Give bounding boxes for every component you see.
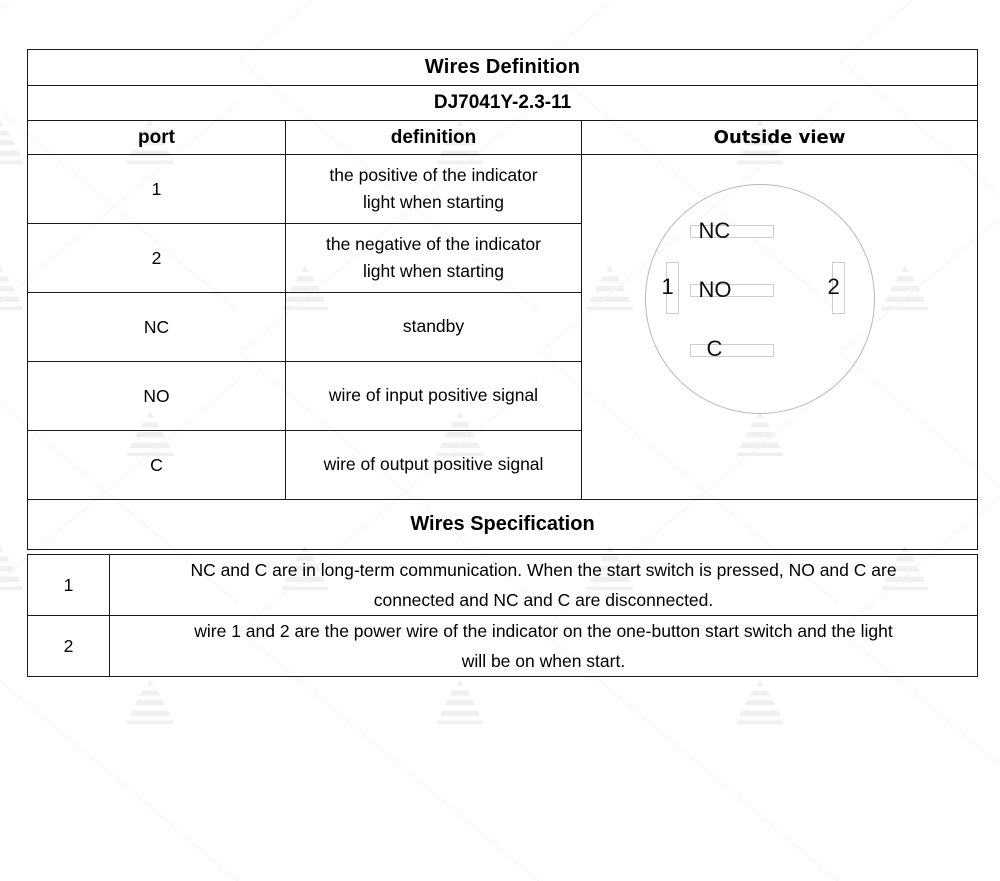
- spec-row-number: 1: [27, 553, 110, 617]
- definition-value: wire of input positive signal: [285, 361, 582, 431]
- port-value: 2: [27, 223, 286, 293]
- terminal-label-c: C: [706, 336, 723, 361]
- spec-text-line: wire 1 and 2 are the power wire of the i…: [194, 621, 893, 642]
- column-header-port: port: [27, 120, 286, 155]
- spec-text-line: NC and C are in long-term communication.…: [190, 560, 897, 580]
- spec-text-line: connected and NC and C are disconnected.: [373, 590, 714, 611]
- table-row-model: DJ7041Y-2.3-11: [26, 85, 979, 121]
- spec-text-line: will be on when start.: [461, 651, 626, 672]
- document-page: Wires Definition DJ7041Y-2.3-11 port def…: [26, 49, 979, 678]
- terminal-bar-c: [689, 344, 774, 357]
- port-value: NC: [27, 292, 286, 362]
- terminal-label-1: 1: [661, 274, 674, 299]
- definition-value: standby: [285, 292, 582, 362]
- definition-line: light when starting: [362, 261, 505, 281]
- definition-value: wire of output positive signal: [285, 430, 582, 500]
- table-row-spec-heading: Wires Specification: [26, 499, 979, 550]
- terminal-label-no: NO: [698, 277, 732, 302]
- table-row-title: Wires Definition: [26, 49, 979, 86]
- wires-specification-table: 1 NC and C are in long-term communicatio…: [27, 553, 978, 678]
- connector-diagram: NC NO C 1 2: [610, 162, 950, 492]
- port-value: NO: [27, 361, 286, 431]
- table-row-headers: port definition Outside view: [27, 120, 979, 155]
- specification-heading: Wires Specification: [26, 499, 979, 550]
- outside-view-diagram-cell: NC NO C 1 2: [580, 154, 979, 500]
- definition-line: the positive of the indicator: [329, 164, 538, 185]
- port-value: 1: [27, 154, 286, 224]
- terminal-label-2: 2: [827, 274, 840, 299]
- definition-line: light when starting: [362, 192, 505, 212]
- column-header-definition: definition: [285, 120, 582, 155]
- column-header-outside-view: Outside view: [580, 120, 979, 155]
- table-row: 1 the positive of the indicator light wh…: [27, 154, 979, 500]
- spec-row: 1 NC and C are in long-term communicatio…: [27, 553, 978, 617]
- definition-line: the negative of the indicator: [325, 233, 541, 254]
- model-number: DJ7041Y-2.3-11: [26, 85, 979, 121]
- spec-row: 2 wire 1 and 2 are the power wire of the…: [27, 615, 978, 678]
- spec-row-number: 2: [27, 615, 110, 678]
- port-value: C: [27, 430, 286, 500]
- terminal-label-nc: NC: [698, 218, 731, 243]
- wires-definition-table: Wires Definition DJ7041Y-2.3-11 port def…: [26, 49, 979, 550]
- document-title: Wires Definition: [26, 49, 979, 86]
